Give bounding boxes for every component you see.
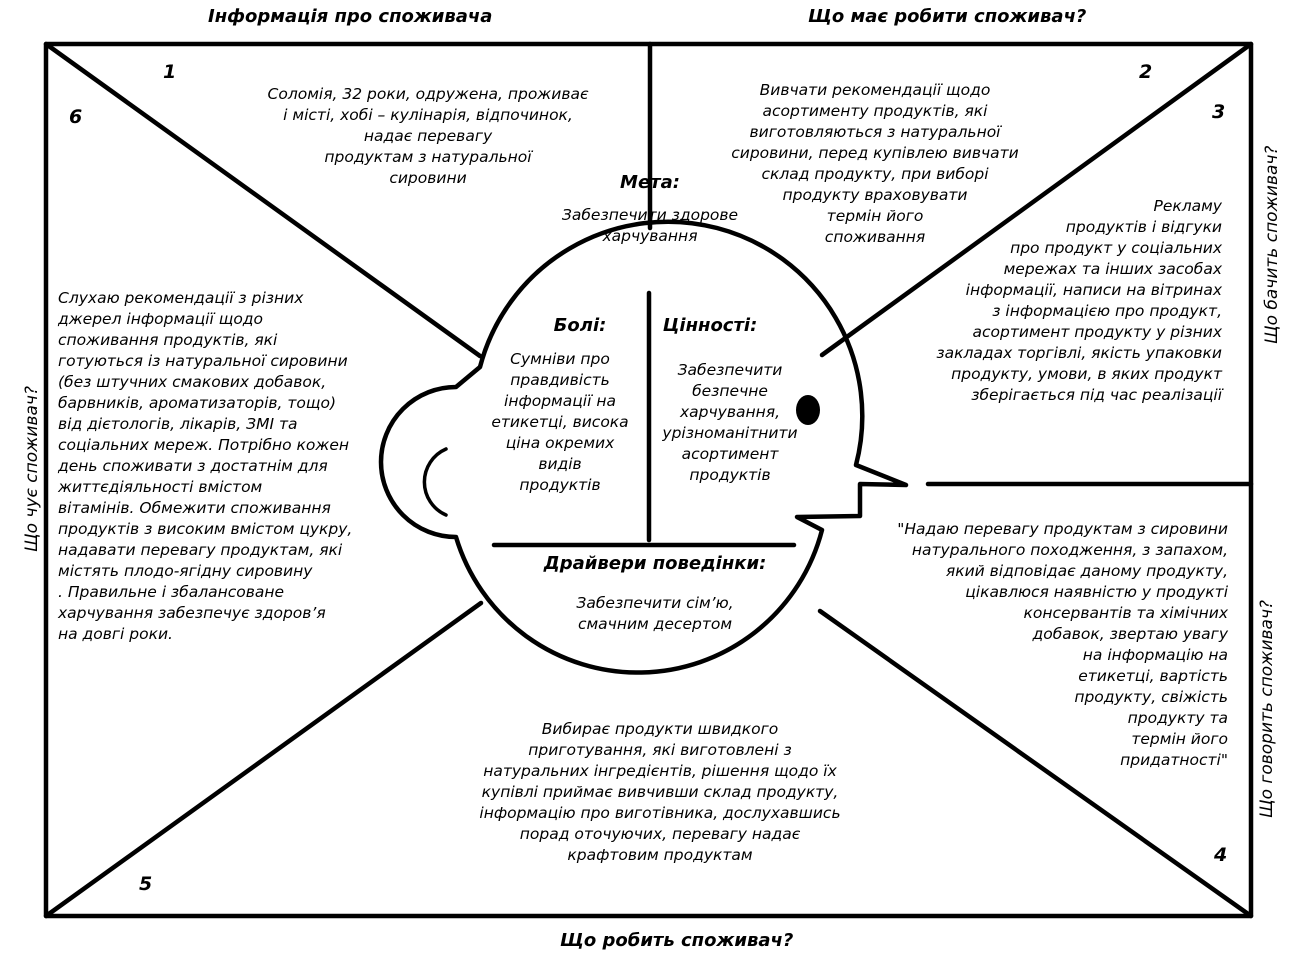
goal-text: Забезпечити здорове харчування <box>561 206 739 245</box>
heading-what-consumer-sees: Що бачить споживач? <box>1262 145 1282 344</box>
does-text: Вибирає продукти швидкого приготування, … <box>479 720 841 864</box>
consumer-info-text: Соломія, 32 роки, одружена, проживає і м… <box>267 85 589 187</box>
section-number-6: 6 <box>69 106 83 128</box>
hears-text: Слухаю рекомендації з різних джерел інфо… <box>58 289 353 643</box>
says-text: "Надаю перевагу продуктам з сировини нат… <box>897 520 1228 769</box>
values-text: Забезпечити безпечне харчування, урізном… <box>662 361 798 484</box>
heading-what-consumer-must-do: Що має робити споживач? <box>808 6 1087 27</box>
must-do-text: Вивчати рекомендації щодо асортименту пр… <box>731 81 1019 246</box>
heading-consumer-info: Інформація про споживача <box>208 6 493 27</box>
diagonal-top-right <box>819 41 1254 358</box>
heading-what-consumer-does: Що робить споживач? <box>560 930 794 951</box>
diagonal-bottom-right <box>817 608 1254 919</box>
pains-text: Сумніви про правдивість інформації на ет… <box>491 350 629 494</box>
head-outline <box>378 219 909 675</box>
sees-text: Рекламу продуктів і відгуки про продукт … <box>936 197 1222 404</box>
pains-title: Болі: <box>553 315 607 336</box>
diagonal-bottom-left <box>43 600 484 919</box>
drivers-text: Забезпечити сім’ю, смачним десертом <box>576 594 734 633</box>
section-number-2: 2 <box>1139 61 1153 83</box>
drivers-title: Драйвери поведінки: <box>543 553 767 574</box>
diagonal-top-left <box>43 41 483 359</box>
section-number-5: 5 <box>139 873 153 895</box>
eye <box>796 395 820 425</box>
section-number-3: 3 <box>1212 101 1226 123</box>
heading-what-consumer-hears: Що чує споживач? <box>22 386 42 552</box>
ear <box>422 447 448 517</box>
values-title: Цінності: <box>662 315 758 336</box>
heading-what-consumer-says: Що говорить споживач? <box>1257 599 1277 818</box>
section-number-4: 4 <box>1214 844 1228 866</box>
goal-title: Мета: <box>620 172 680 193</box>
section-number-1: 1 <box>163 61 177 83</box>
